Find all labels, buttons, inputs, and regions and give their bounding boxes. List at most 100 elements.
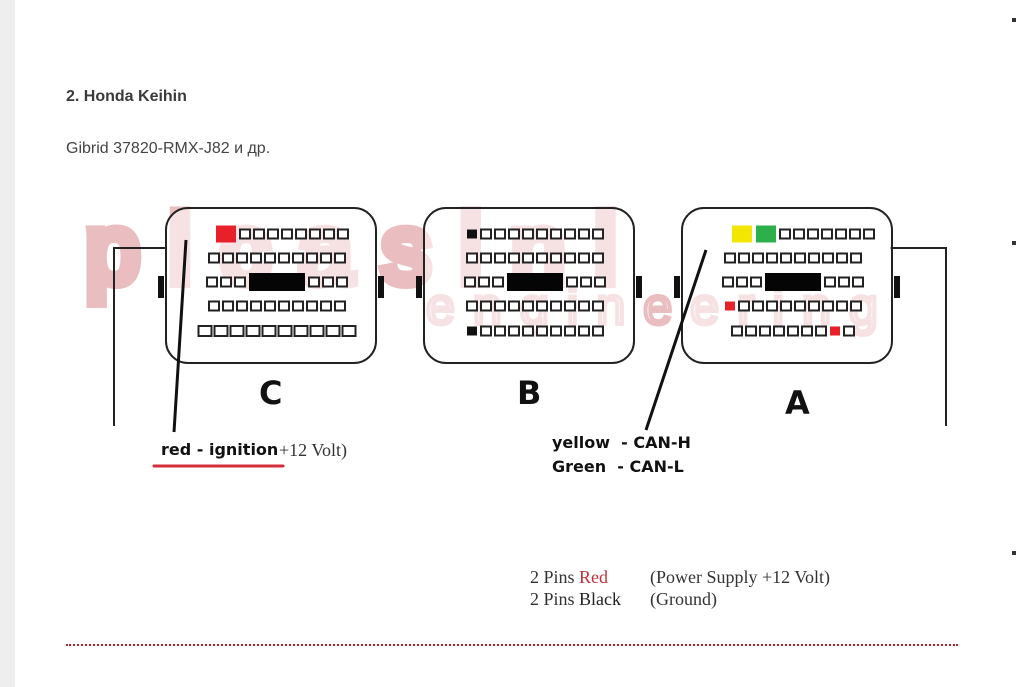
pin <box>566 276 578 288</box>
pin <box>220 276 232 288</box>
pin <box>508 325 520 337</box>
pin <box>292 300 304 312</box>
pin <box>731 325 743 337</box>
pin <box>277 325 293 337</box>
pin <box>738 252 750 264</box>
pin <box>293 325 309 337</box>
pin <box>309 228 321 240</box>
pin <box>245 325 261 337</box>
center-key-block <box>507 273 563 291</box>
clipped-sidebar-text <box>1012 241 1016 245</box>
pin <box>480 252 492 264</box>
pin <box>213 325 229 337</box>
legend-row-black: 2 Pins Black (Ground) <box>530 589 717 610</box>
pin <box>821 228 833 240</box>
pin <box>336 276 348 288</box>
pin <box>480 325 492 337</box>
pin <box>592 252 604 264</box>
connector-a: A <box>674 207 900 422</box>
pin <box>536 325 548 337</box>
legend-prefix: 2 Pins <box>530 567 575 587</box>
pin <box>594 276 606 288</box>
pin <box>250 252 262 264</box>
pin <box>578 300 590 312</box>
pin <box>550 325 562 337</box>
pin <box>292 252 304 264</box>
pin <box>801 325 813 337</box>
legend-color-word: Black <box>579 589 621 609</box>
pin <box>341 325 357 337</box>
pin <box>522 228 534 240</box>
pin <box>592 300 604 312</box>
pin <box>578 228 590 240</box>
center-key-block <box>765 273 821 291</box>
pin <box>281 228 293 240</box>
legend-desc: (Power Supply +12 Volt) <box>650 567 830 588</box>
pin <box>822 300 834 312</box>
pin <box>234 276 246 288</box>
pin-yellow <box>732 225 752 243</box>
pin <box>478 276 490 288</box>
pin <box>206 276 218 288</box>
ecu-pinout-diagram: picasini engineering CBA red - ignition … <box>66 190 958 620</box>
pin <box>494 252 506 264</box>
pin-red <box>830 326 840 336</box>
pin <box>822 252 834 264</box>
pin <box>278 252 290 264</box>
pin <box>580 276 592 288</box>
pin <box>264 252 276 264</box>
section-separator <box>66 644 958 646</box>
pin <box>334 252 346 264</box>
pin-black <box>467 326 477 336</box>
pin <box>592 228 604 240</box>
pin <box>494 228 506 240</box>
pin <box>836 252 848 264</box>
housing-latch-left <box>674 276 680 298</box>
section-heading: 2. Honda Keihin <box>66 88 187 105</box>
pin <box>752 300 764 312</box>
pin-red <box>216 225 236 243</box>
ignition-pointer-line <box>172 239 188 433</box>
pin <box>835 228 847 240</box>
left-wire-frame <box>113 247 166 426</box>
legend-color-word: Red <box>579 567 608 587</box>
pin <box>522 325 534 337</box>
connector-label: B <box>517 374 541 412</box>
pin <box>794 300 806 312</box>
pin <box>197 325 213 337</box>
pin <box>222 300 234 312</box>
pin <box>253 228 265 240</box>
pin <box>306 252 318 264</box>
pin <box>508 228 520 240</box>
pin <box>849 228 861 240</box>
can-pointer-line <box>644 249 708 431</box>
pin <box>780 252 792 264</box>
housing-latch-right <box>636 276 642 298</box>
pin <box>852 276 864 288</box>
housing-latch-right <box>894 276 900 298</box>
pin <box>836 300 848 312</box>
pin-legend: 2 Pins Red (Power Supply +12 Volt) 2 Pin… <box>530 567 830 610</box>
ignition-callout-suffix: +12 Volt) <box>279 440 347 461</box>
pin <box>208 300 220 312</box>
pin <box>578 325 590 337</box>
pin <box>824 276 836 288</box>
pin <box>736 276 748 288</box>
pin <box>779 228 791 240</box>
housing-latch-right <box>378 276 384 298</box>
part-number-subtitle: Gibrid 37820-RMX-J82 и др. <box>66 140 271 157</box>
can-l-callout: Green - CAN-L <box>552 457 684 476</box>
pin <box>843 325 855 337</box>
pin <box>550 252 562 264</box>
pin <box>850 300 862 312</box>
pin <box>261 325 277 337</box>
pin <box>278 300 290 312</box>
housing-latch-left <box>416 276 422 298</box>
pin <box>308 276 320 288</box>
pin <box>222 252 234 264</box>
pin <box>592 325 604 337</box>
pin <box>464 276 476 288</box>
pin <box>466 300 478 312</box>
ignition-callout-label: red - ignition <box>161 440 278 459</box>
left-gutter <box>0 0 15 687</box>
